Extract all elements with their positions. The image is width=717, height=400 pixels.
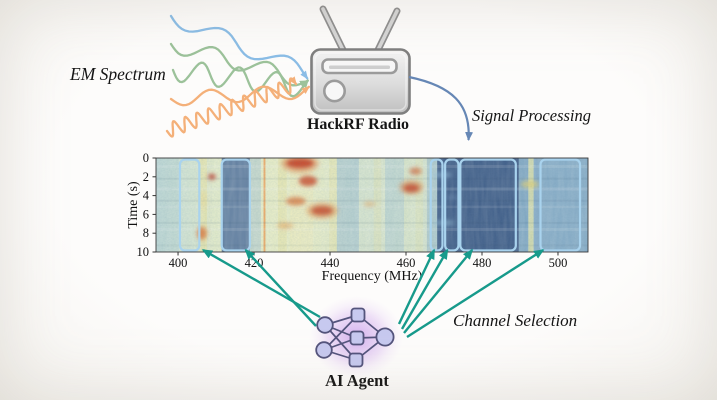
nn-hidden-node bbox=[349, 330, 365, 346]
channel-arrow bbox=[406, 248, 545, 339]
plot-frame bbox=[155, 157, 589, 253]
x-tick-label: 460 bbox=[397, 256, 416, 270]
channel-arrow bbox=[244, 248, 317, 327]
em-spectrum-label: EM Spectrum bbox=[70, 64, 166, 84]
ai-agent-icon bbox=[309, 296, 403, 378]
x-tick-label: 400 bbox=[169, 256, 188, 270]
antenna-left-highlight bbox=[321, 7, 346, 54]
nn-hidden-node bbox=[348, 352, 364, 368]
nn-input-node bbox=[315, 341, 333, 359]
em-wave bbox=[169, 42, 309, 88]
channel-selection-box bbox=[539, 158, 582, 252]
channel-arrow bbox=[400, 248, 449, 330]
signal-processing-label: Signal Processing bbox=[472, 106, 592, 125]
y-tick-label: 10 bbox=[137, 245, 150, 259]
x-axis-label: Frequency (MHz) bbox=[322, 269, 423, 284]
antenna-right-highlight bbox=[375, 9, 399, 54]
em-wave bbox=[171, 61, 309, 98]
channel-arrow bbox=[397, 248, 436, 325]
hackrf-radio-icon bbox=[310, 5, 411, 115]
ai-agent-label: AI Agent bbox=[325, 371, 389, 390]
x-tick-label: 500 bbox=[549, 256, 568, 270]
channel-selection-box bbox=[429, 158, 444, 252]
channel-selection-label: Channel Selection bbox=[453, 311, 578, 330]
hackrf-radio-label: HackRF Radio bbox=[306, 116, 410, 133]
em-wave bbox=[169, 85, 310, 107]
y-tick-label: 8 bbox=[143, 226, 149, 240]
nn-hidden-node bbox=[350, 307, 366, 323]
y-axis-label: Time (s) bbox=[126, 181, 141, 229]
speaker-slit bbox=[329, 65, 390, 69]
x-tick-label: 480 bbox=[473, 256, 492, 270]
y-tick-label: 6 bbox=[143, 207, 149, 221]
y-tick-label: 0 bbox=[143, 151, 149, 165]
signal-processing-arrow bbox=[408, 75, 474, 141]
channel-selection-arrows bbox=[201, 248, 545, 339]
channel-selection-box bbox=[220, 158, 251, 252]
channel-selection-box bbox=[178, 158, 201, 252]
y-tick-label: 4 bbox=[143, 189, 150, 203]
x-tick-label: 440 bbox=[321, 256, 340, 270]
nn-input-node bbox=[316, 316, 334, 334]
radio-body-bevel bbox=[314, 52, 407, 111]
channel-selection-box bbox=[444, 158, 460, 252]
em-wave bbox=[169, 14, 309, 80]
nn-output-node bbox=[375, 327, 395, 347]
channel-selection-box bbox=[459, 158, 517, 252]
tuner-knob-icon bbox=[322, 79, 346, 103]
selected-channel-outlines bbox=[178, 158, 582, 252]
channel-arrow bbox=[201, 248, 321, 319]
em-waves-icon bbox=[165, 14, 310, 138]
em-wave bbox=[165, 76, 298, 138]
y-tick-label: 2 bbox=[143, 170, 149, 184]
channel-arrow bbox=[403, 248, 474, 334]
